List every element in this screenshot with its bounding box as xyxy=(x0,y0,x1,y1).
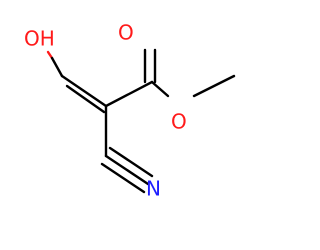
hydroxyl-label: OH xyxy=(24,27,55,51)
bond-c-n-triple-middle xyxy=(104,154,150,186)
bond-c-c-double-inner xyxy=(65,84,106,114)
bond-o-c-hydroxyl-black xyxy=(50,56,64,78)
bond-c-c-ester xyxy=(104,80,154,108)
bond-o-methyl xyxy=(192,74,236,98)
bond-c-n-triple-upper xyxy=(108,146,154,178)
chemical-structure: OH O O N xyxy=(24,21,236,201)
ester-oxygen-label: O xyxy=(171,110,187,134)
carbonyl-oxygen-label: O xyxy=(118,21,134,45)
bond-c-n-triple-lower xyxy=(100,162,146,194)
bond-c-o-ester xyxy=(150,80,170,98)
bond-o-c-hydroxyl xyxy=(46,50,54,60)
nitrile-nitrogen-label: N xyxy=(146,177,161,201)
bond-c-c-double-outer xyxy=(60,74,108,108)
